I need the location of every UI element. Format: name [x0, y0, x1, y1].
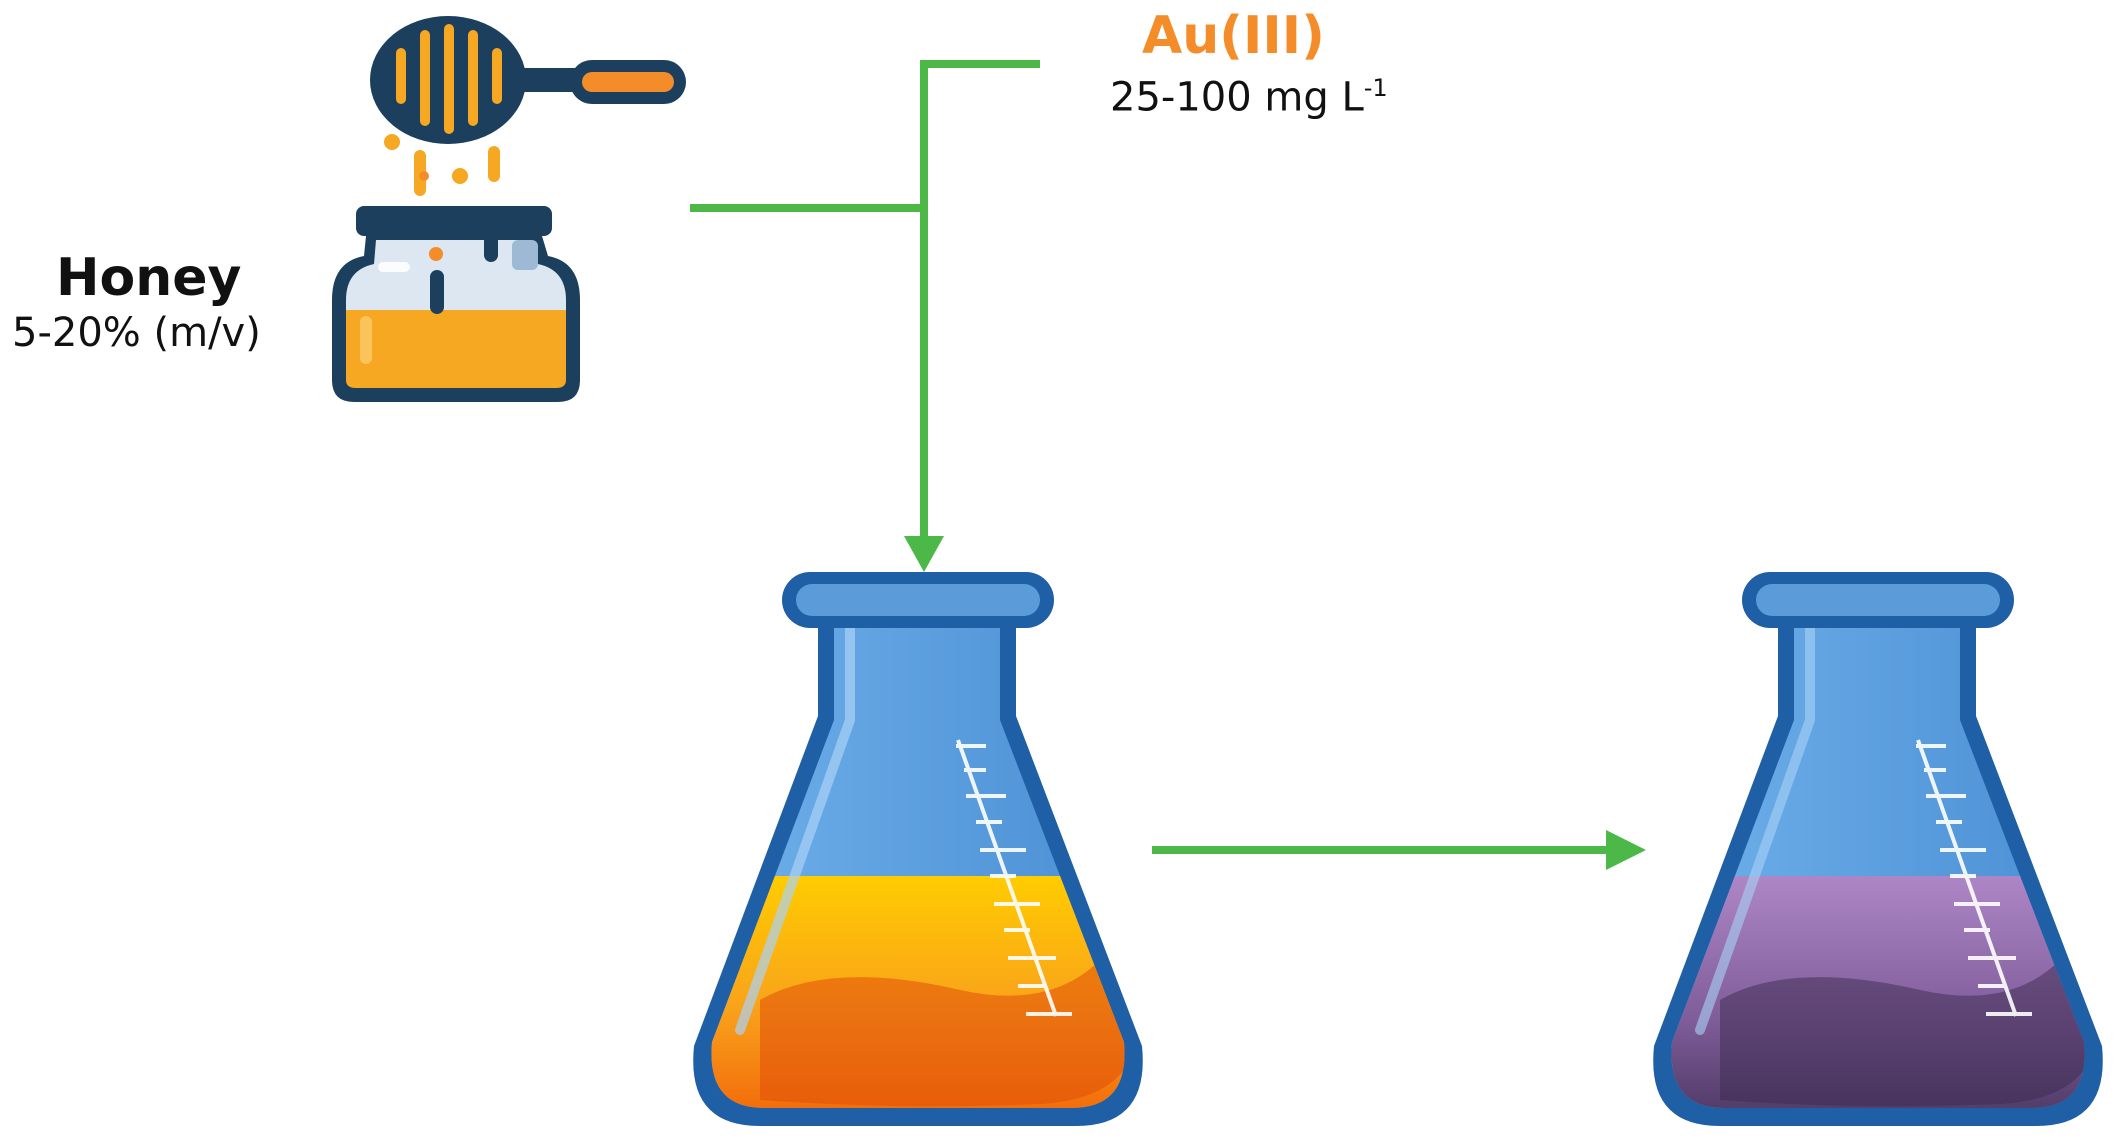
gold-label: Au(III) [1142, 6, 1325, 66]
erlenmeyer-flask-icon [693, 572, 1143, 1126]
feed-arrowhead [904, 536, 944, 572]
reaction-arrowhead [1606, 830, 1646, 870]
honey-concentration: 5-20% (m/v) [12, 310, 261, 356]
honey-dipper-icon [370, 16, 686, 196]
gold-concentration-value: 25-100 mg L [1110, 74, 1364, 121]
honey-jar-icon [332, 206, 580, 402]
erlenmeyer-flask-icon [1653, 572, 2103, 1126]
process-connectors [690, 60, 1040, 546]
honey-label: Honey [56, 248, 242, 308]
gold-concentration-unit-exponent: -1 [1363, 74, 1388, 102]
gold-concentration: 25-100 mg L-1 [1110, 74, 1388, 120]
gold-feed-line [920, 60, 1040, 546]
